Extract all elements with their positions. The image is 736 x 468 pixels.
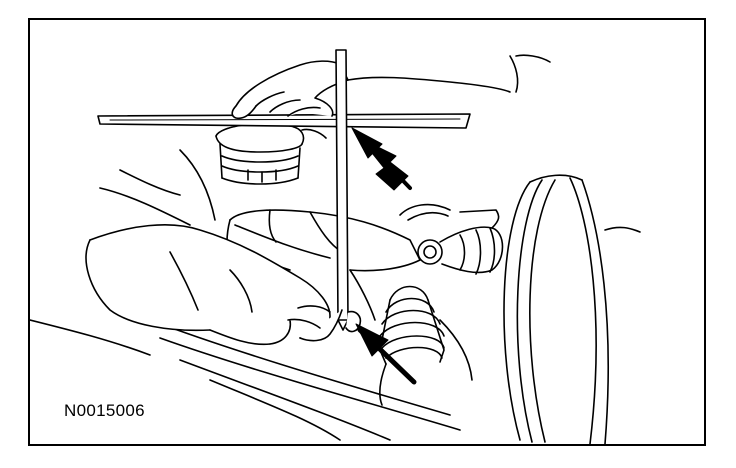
lower-body-lines [30,319,461,441]
straightedge [97,113,471,129]
lower-arrow [355,323,417,385]
boot-assembly [379,285,473,406]
reservoir-cap [215,122,327,185]
illustration [30,49,641,444]
figure-id-label: N0015006 [64,401,145,420]
lower-hands [85,224,362,346]
upper-hand [231,54,551,120]
tie-rod-end [399,203,504,275]
vertical-ruler [335,49,349,331]
figure-frame: N0015006 [28,18,706,446]
tire [503,174,641,444]
upper-arrow [351,127,412,191]
